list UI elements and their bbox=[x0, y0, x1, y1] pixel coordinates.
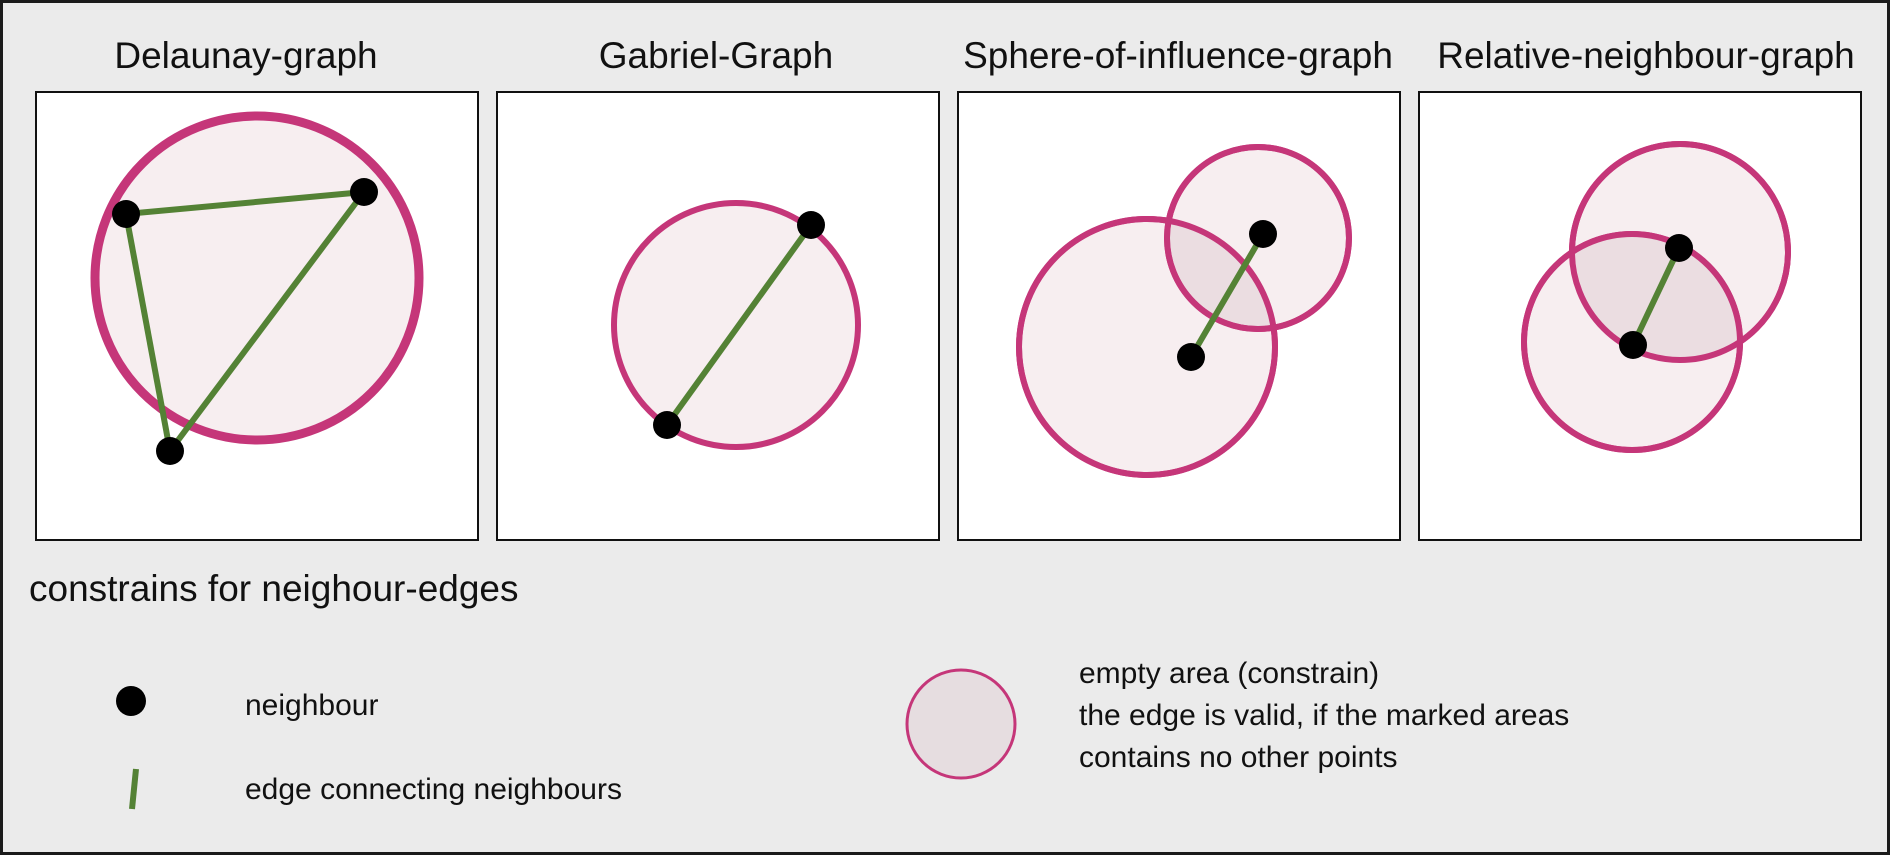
delaunay-edge-right bbox=[167, 190, 367, 453]
delaunay-empty-circle bbox=[90, 111, 424, 445]
rng-node-a bbox=[1665, 234, 1693, 262]
soi-overlap-outline-small bbox=[1164, 144, 1352, 332]
legend-empty-area-circle bbox=[905, 668, 1017, 780]
delaunay-edge-left bbox=[123, 213, 173, 452]
panel-title-gabriel: Gabriel-Graph bbox=[598, 35, 834, 76]
legend-neighbour-label: neighbour bbox=[245, 689, 379, 722]
soi-node-b bbox=[1177, 343, 1205, 371]
panel-title-delaunay: Delaunay-graph bbox=[114, 35, 378, 76]
panel-delaunay bbox=[35, 91, 479, 541]
legend-edge-label: edge connecting neighbours bbox=[245, 773, 622, 806]
delaunay-node-c bbox=[156, 437, 184, 465]
legend-neighbour-dot bbox=[116, 686, 146, 716]
legend-area-line-3: contains no other points bbox=[1079, 741, 1398, 774]
soi-edge bbox=[1188, 232, 1266, 359]
gabriel-node-b bbox=[653, 411, 681, 439]
delaunay-node-b bbox=[350, 178, 378, 206]
legend-heading: constrains for neighour-edges bbox=[29, 568, 519, 609]
panel-title-sphere-of-influence: Sphere-of-influence-graph bbox=[963, 35, 1393, 76]
legend-edge-symbol bbox=[129, 768, 139, 810]
panel-gabriel bbox=[496, 91, 940, 541]
legend-area-line-1: empty area (constrain) bbox=[1079, 657, 1380, 690]
relative-neighbour-diagram bbox=[1521, 141, 1791, 453]
rng-edge bbox=[1630, 246, 1682, 347]
delaunay-node-a bbox=[112, 200, 140, 228]
gabriel-node-a bbox=[797, 211, 825, 239]
rng-lune-outline-lower bbox=[1521, 231, 1743, 453]
delaunay-edge-top bbox=[125, 189, 365, 217]
gabriel-edge bbox=[664, 223, 814, 427]
gabriel-diagram bbox=[611, 200, 861, 450]
soi-overlap-outline bbox=[1016, 216, 1278, 478]
delaunay-diagram bbox=[90, 111, 424, 465]
rng-node-b bbox=[1619, 331, 1647, 359]
legend-area-line-2: the edge is valid, if the marked areas bbox=[1079, 699, 1570, 732]
panel-relative-neighbour bbox=[1418, 91, 1862, 541]
panel-sphere-of-influence bbox=[957, 91, 1401, 541]
panel-title-relative-neighbour: Relative-neighbour-graph bbox=[1437, 35, 1855, 76]
soi-node-a bbox=[1249, 220, 1277, 248]
sphere-of-influence-diagram bbox=[1016, 144, 1352, 478]
